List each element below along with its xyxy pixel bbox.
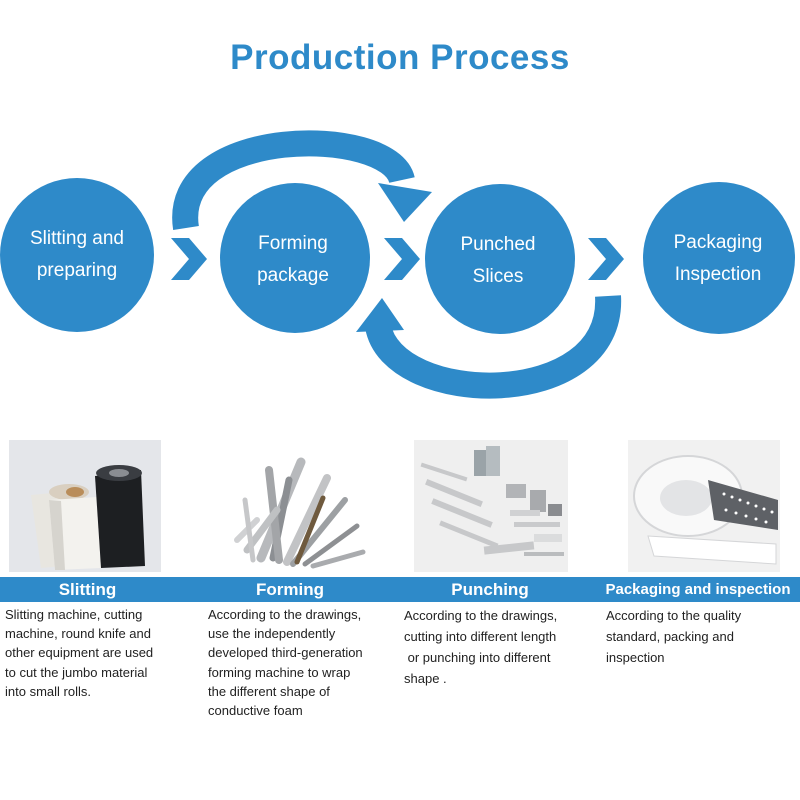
stage-label-1: Slitting and preparing	[2, 223, 152, 287]
process-flow-diagram	[0, 130, 795, 399]
desc-line: the different shape of	[208, 683, 330, 699]
page-title: Production Process	[230, 38, 570, 77]
step-title-slitting: Slitting	[58, 580, 117, 599]
stage-circle-punched	[425, 184, 575, 334]
desc-line: cutting into different length	[404, 629, 557, 644]
desc-line: forming machine to wrap	[208, 664, 351, 680]
stage-circle-packaging	[643, 182, 795, 334]
bottom-arc-arrow	[356, 295, 622, 399]
chevron-right-icon	[384, 238, 420, 280]
stage-label-line: Inspection	[674, 264, 762, 285]
step-title-forming: Forming	[256, 580, 324, 599]
desc-line: or punching into different	[404, 650, 551, 665]
desc-line: conductive foam	[208, 703, 303, 719]
steps-title-band	[0, 577, 800, 602]
step-title-punching: Punching	[451, 580, 529, 599]
desc-line: use the independently	[208, 626, 336, 642]
desc-line: According to the quality	[606, 608, 742, 623]
stage-label-line: Forming	[258, 233, 328, 254]
stage-label-3: Punched Slices	[423, 229, 573, 293]
desc-line: into small rolls.	[5, 683, 91, 699]
chevron-right-icon	[588, 238, 624, 280]
desc-line: standard, packing and	[606, 629, 734, 644]
stage-label-2: Forming package	[218, 228, 368, 292]
desc-line: inspection	[606, 650, 665, 665]
stage-circle-forming	[220, 183, 370, 333]
stage-label-line: preparing	[36, 260, 118, 281]
stage-label-4: Packaging Inspection	[643, 227, 793, 291]
desc-line: shape .	[404, 671, 447, 686]
stage-label-line: Punched	[460, 234, 536, 255]
stage-label-line: Packaging	[673, 232, 763, 253]
top-arc-arrow	[172, 130, 432, 230]
stage-label-line: Slitting and	[29, 228, 124, 249]
photo-slitting-rolls	[9, 440, 161, 572]
chevron-right-icon	[171, 238, 207, 280]
stage-label-line: Slices	[472, 266, 524, 287]
desc-line: According to the drawings,	[404, 608, 558, 623]
desc-line: other equipment are used	[5, 645, 154, 661]
step-desc-forming: According to the drawings, use the indep…	[208, 605, 398, 720]
desc-line: developed third-generation	[208, 645, 363, 661]
photo-packaged-roll	[628, 440, 780, 572]
photo-punched-slices	[414, 440, 568, 572]
step-title-packaging: Packaging and inspection	[605, 581, 791, 598]
desc-line: machine, round knife and	[5, 626, 151, 642]
stage-circle-slitting	[0, 178, 154, 332]
step-desc-punching: According to the drawings, cutting into …	[404, 605, 594, 689]
desc-line: Slitting machine, cutting	[5, 607, 143, 622]
desc-line: According to the drawings,	[208, 607, 362, 622]
stage-label-line: package	[257, 265, 329, 286]
desc-line: to cut the jumbo material	[5, 664, 148, 680]
step-desc-packaging: According to the quality standard, packi…	[606, 605, 796, 668]
photo-forming-foam	[217, 440, 369, 572]
step-desc-slitting: Slitting machine, cutting machine, round…	[5, 605, 195, 701]
